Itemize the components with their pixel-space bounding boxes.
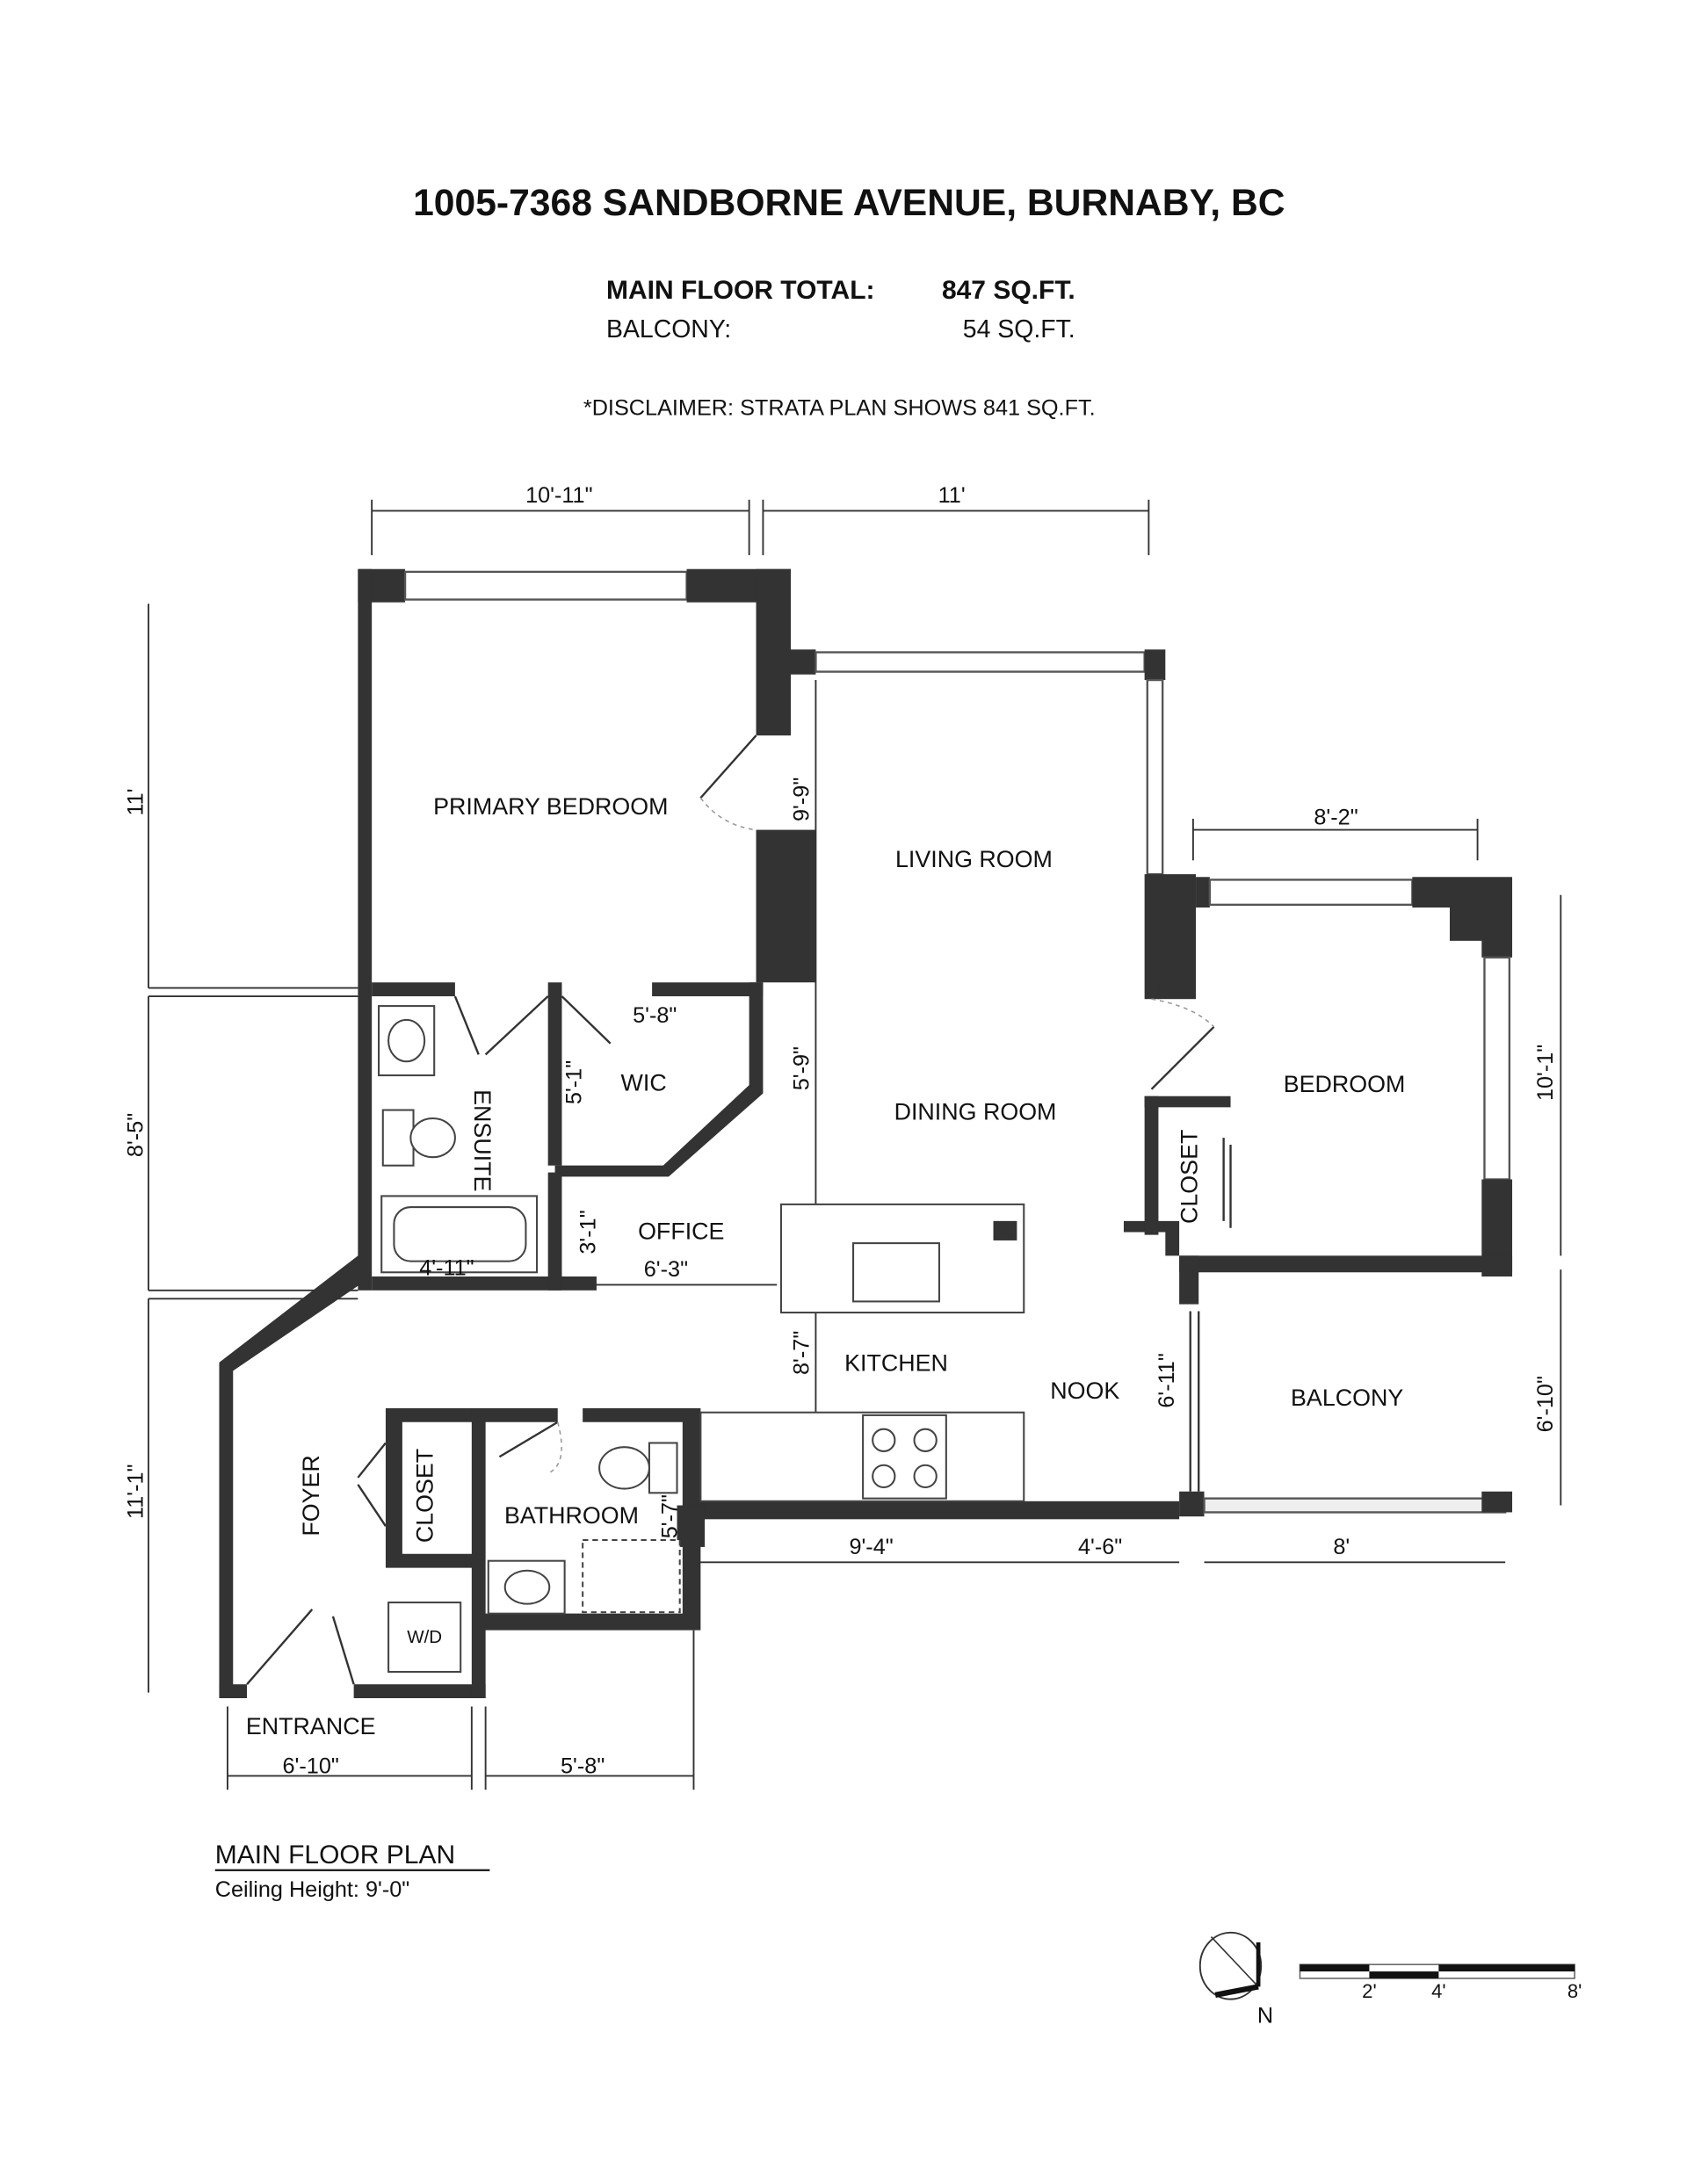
label-bathroom: BATHROOM — [504, 1502, 639, 1529]
dim-office-depth: 3'-1" — [576, 1210, 600, 1254]
scale-label-2: 2' — [1362, 1980, 1377, 2002]
label-foyer: FOYER — [298, 1455, 324, 1536]
dim-living-depth: 9'-9" — [790, 777, 815, 821]
bathroom-toilet — [648, 1442, 678, 1494]
label-primary-bedroom: PRIMARY BEDROOM — [433, 793, 668, 820]
dimension-lines — [148, 499, 1562, 1790]
dim-balcony-width: 8' — [1333, 1535, 1350, 1559]
label-entrance: ENTRANCE — [246, 1713, 376, 1739]
main-floor-total-label: MAIN FLOOR TOTAL: — [606, 276, 875, 305]
plan-title: MAIN FLOOR PLAN — [215, 1840, 455, 1869]
walls — [219, 568, 1513, 1698]
dim-bedroom-depth: 10'-1" — [1533, 1045, 1558, 1101]
dim-bedroom-width: 8'-2" — [1314, 805, 1358, 829]
label-closet-foyer: CLOSET — [412, 1449, 438, 1543]
kitchen-sink — [852, 1242, 940, 1303]
dim-dining-depth: 5'-9" — [790, 1046, 815, 1090]
dim-office-width: 6'-3" — [644, 1257, 688, 1282]
label-closet-bedroom: CLOSET — [1177, 1130, 1203, 1224]
north-label: N — [1257, 2003, 1273, 2028]
dim-balcony-depth: 6'-10" — [1533, 1376, 1558, 1432]
label-living-room: LIVING ROOM — [895, 846, 1053, 872]
fixtures — [378, 1005, 1025, 1674]
address-title: 1005-7368 SANDBORNE AVENUE, BURNABY, BC — [413, 182, 1285, 224]
north-arrow-icon: N — [1198, 1931, 1273, 2028]
dimension-labels: 10'-11" 11' 8'-2" 10'-1" 6'-10" 11' 8'-5… — [124, 483, 1558, 1778]
room-labels: PRIMARY BEDROOM LIVING ROOM DINING ROOM … — [246, 793, 1405, 1739]
ensuite-toilet — [381, 1109, 415, 1167]
dim-left-ensuite: 8'-5" — [124, 1113, 148, 1157]
scale-label-4: 4' — [1431, 1980, 1446, 2002]
dim-top-primary: 10'-11" — [525, 483, 593, 508]
dim-left-foyer: 11'-1" — [124, 1464, 148, 1519]
dim-ensuite-width: 4'-11" — [419, 1255, 474, 1280]
scale-bar: 2' 4' 8' — [1299, 1963, 1582, 2002]
dim-kitchen-depth: 8'-7" — [790, 1331, 815, 1375]
scale-label-8: 8' — [1568, 1980, 1582, 2002]
shower — [582, 1538, 681, 1614]
dim-nook-width: 4'-6" — [1078, 1535, 1122, 1559]
doors — [246, 734, 1232, 1685]
label-kitchen: KITCHEN — [844, 1349, 948, 1376]
dim-left-primary: 11' — [124, 788, 148, 815]
dim-bathroom-width: 5'-8" — [561, 1754, 605, 1778]
dim-nook-depth: 6'-11" — [1155, 1353, 1179, 1407]
balcony-area-value: 54 SQ.FT. — [963, 315, 1075, 344]
label-dining-room: DINING ROOM — [894, 1099, 1057, 1125]
dim-bathroom-depth: 5'-7" — [658, 1494, 683, 1538]
label-nook: NOOK — [1050, 1378, 1119, 1404]
dim-top-living: 11' — [938, 483, 966, 508]
main-floor-total-value: 847 SQ.FT. — [942, 276, 1075, 305]
washer-dryer — [387, 1602, 462, 1674]
dim-wic-depth: 5'-1" — [562, 1060, 587, 1104]
disclaimer: *DISCLAIMER: STRATA PLAN SHOWS 841 SQ.FT… — [583, 395, 1096, 420]
label-ensuite: ENSUITE — [469, 1089, 496, 1191]
label-bedroom: BEDROOM — [1284, 1071, 1406, 1097]
dim-kitchen-width: 9'-4" — [849, 1535, 893, 1559]
label-balcony: BALCONY — [1291, 1385, 1403, 1411]
balcony-area-label: BALCONY: — [606, 315, 731, 344]
dim-foyer-width: 6'-10" — [283, 1754, 339, 1778]
ceiling-height: Ceiling Height: 9'-0" — [215, 1877, 410, 1902]
label-office: OFFICE — [638, 1218, 724, 1244]
dim-wic-width: 5'-8" — [633, 1003, 677, 1028]
label-washer-dryer: W/D — [407, 1627, 442, 1647]
stove — [862, 1414, 947, 1500]
label-wic: WIC — [621, 1069, 667, 1096]
